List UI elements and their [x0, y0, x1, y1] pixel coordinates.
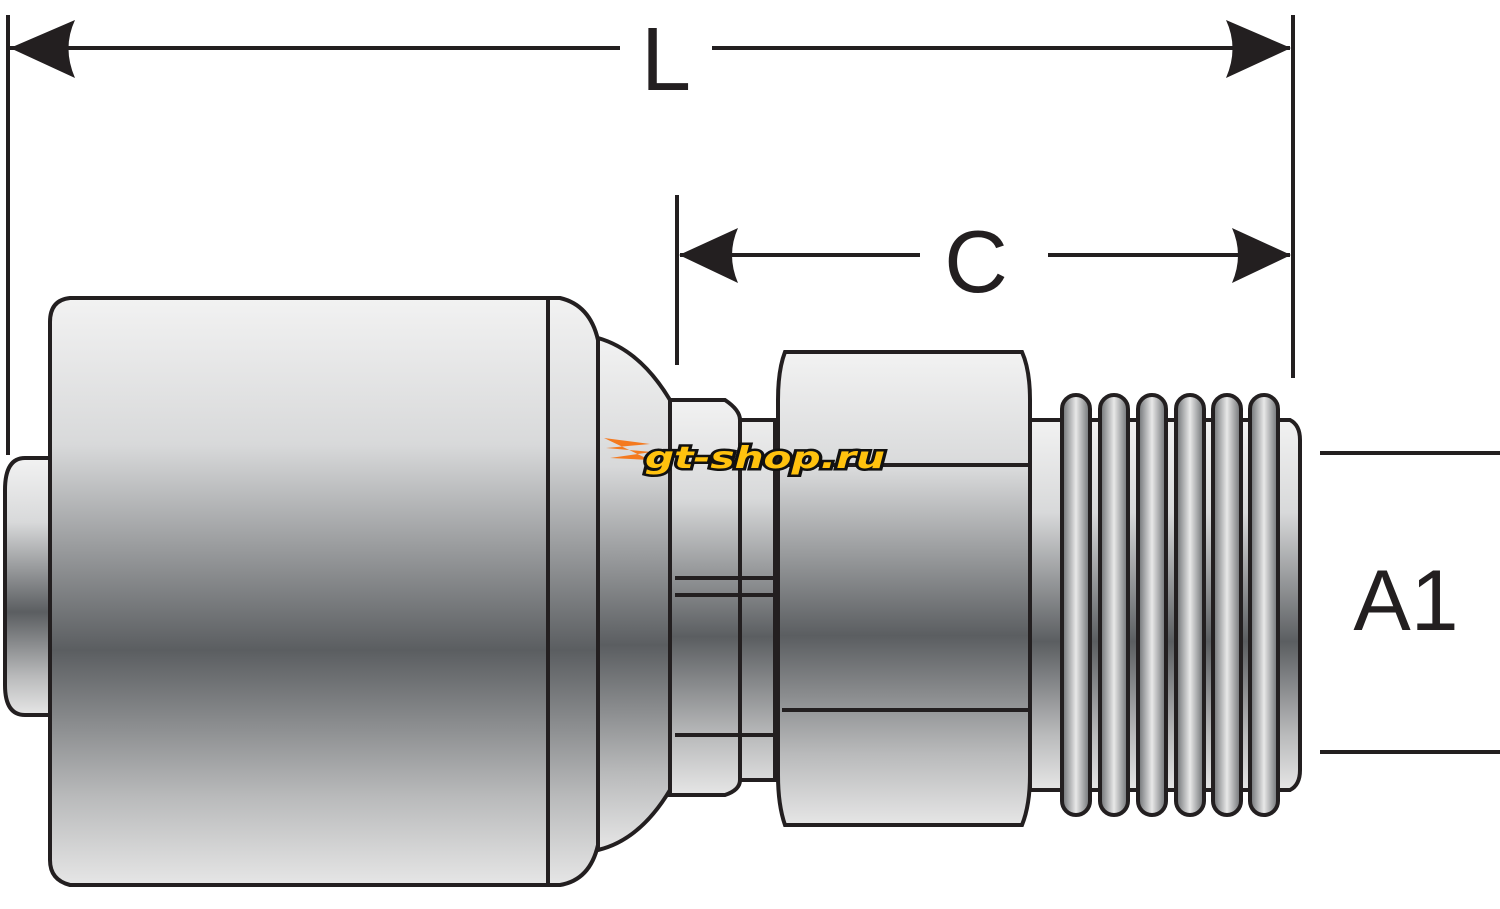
thread-ridge	[1098, 393, 1130, 817]
watermark-text: gt-shop.ru	[645, 441, 885, 476]
arrowhead-icon	[679, 228, 738, 283]
collar	[668, 398, 777, 797]
arrowhead-icon	[1226, 20, 1291, 78]
hex-nut	[776, 350, 1032, 827]
thread-ridge	[1136, 393, 1168, 817]
thread-ridge	[1174, 393, 1206, 817]
arrowhead-icon	[1232, 228, 1291, 283]
dimension-label-a1: A1	[1353, 553, 1458, 649]
arrowhead-icon	[10, 20, 75, 78]
watermark-logo: gt-shop.ru	[604, 438, 888, 479]
neck	[596, 335, 672, 853]
dimension-label-l: L	[641, 10, 691, 110]
thread-ridge	[1060, 393, 1092, 817]
ferrule	[48, 296, 600, 887]
dimension-label-c: C	[944, 212, 1008, 311]
thread-ridge	[1248, 393, 1280, 817]
thread-ridge	[1211, 393, 1243, 817]
hose-stub	[3, 456, 57, 717]
